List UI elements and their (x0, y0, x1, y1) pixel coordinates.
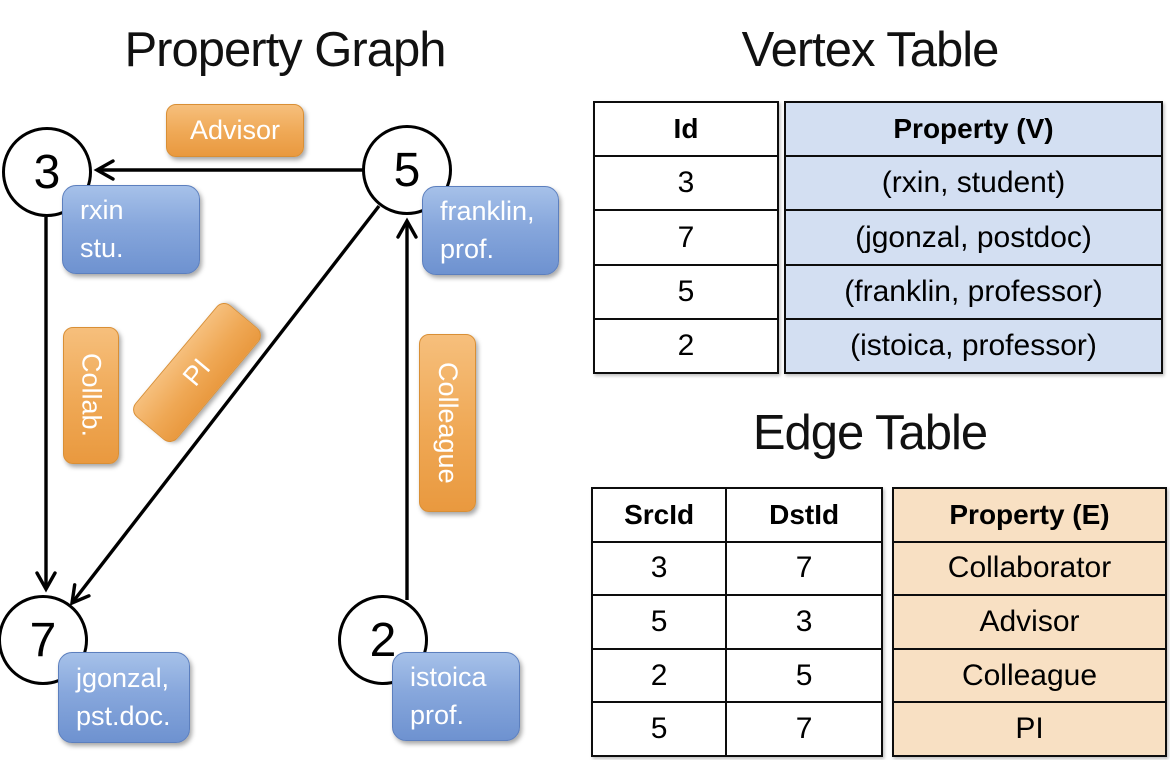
edge-table-property-cell: Collaborator (894, 542, 1165, 595)
vertex-table-id-cell: 3 (677, 166, 695, 200)
vertex-label-line: rxin (80, 195, 124, 226)
vertex-table-property-cell: (istoica, professor) (786, 319, 1161, 373)
node-id: 3 (33, 145, 61, 199)
vertex-label-line: istoica (410, 662, 487, 693)
edge-table-property-cell: Advisor (894, 596, 1165, 648)
edge-table-property-cell: PI (894, 703, 1165, 755)
edge-table-dstid-cell: 5 (725, 649, 881, 702)
node-id: 2 (369, 613, 397, 667)
edge-table-dstid-cell: 3 (725, 596, 881, 648)
edge-label-text: PI (176, 352, 217, 392)
vertex-table-id-column: Id 3 7 5 2 (593, 101, 779, 374)
edge-table-title: Edge Table (752, 406, 988, 460)
edge-label-text: Advisor (189, 115, 281, 145)
edge-table-id-columns: SrcId DstId 3 7 5 3 2 5 5 7 (591, 487, 883, 757)
edge-table-property-cell: Colleague (894, 649, 1165, 702)
edge-table-srcid-cell: 3 (650, 551, 668, 585)
vertex-label-line: stu. (80, 232, 124, 263)
vertex-table-id-cell: 7 (677, 220, 695, 254)
edge-table-dstid-cell: 7 (725, 542, 881, 595)
vertex-table-property-cell: (rxin, student) (786, 157, 1161, 210)
edge-table-srcid-header: SrcId (624, 498, 695, 530)
vertex-property-label-rxin: rxin stu. (62, 185, 200, 274)
vertex-property-label-jgonzal: jgonzal, pst.doc. (58, 652, 190, 743)
edge-property-label-colleague: Colleague (419, 334, 476, 512)
vertex-table-property-cell: (jgonzal, postdoc) (786, 211, 1161, 264)
graph-node-2: 2 (338, 595, 428, 685)
vertex-table-title: Vertex Table (741, 23, 1000, 77)
vertex-property-label-franklin: franklin, prof. (422, 186, 559, 275)
graph-edges-svg (35, 159, 418, 606)
vertex-table-id-header: Id (673, 113, 699, 145)
edge-label-text: Collab. (76, 353, 107, 438)
edge-table-srcid-cell: 5 (650, 712, 668, 746)
edge-table-dstid-header: DstId (725, 489, 881, 541)
vertex-table-property-header: Property (V) (786, 103, 1161, 156)
vertex-label-line: franklin, (440, 196, 535, 227)
vertex-label-line: pst.doc. (76, 700, 171, 731)
vertex-table-id-cell: 2 (677, 328, 695, 362)
edge-table-property-column: Property (E) Collaborator Advisor Collea… (892, 487, 1167, 757)
vertex-table-id-cell: 5 (677, 274, 695, 308)
vertex-table-property-cell: (franklin, professor) (786, 265, 1161, 318)
edge-property-label-collab: Collab. (63, 327, 119, 464)
vertex-property-label-istoica: istoica prof. (392, 652, 520, 741)
vertex-label-line: prof. (410, 699, 465, 730)
edge-table-srcid-cell: 2 (650, 658, 668, 692)
vertex-label-line: jgonzal, (76, 663, 170, 694)
property-graph-title: Property Graph (124, 23, 447, 77)
edge-pi-5-to-7 (69, 204, 381, 606)
edge-table-dstid-cell: 7 (725, 703, 881, 755)
vertex-label-line: prof. (440, 233, 495, 264)
edge-property-label-advisor: Advisor (166, 104, 304, 157)
graph-node-5: 5 (362, 125, 452, 215)
node-id: 7 (29, 613, 57, 667)
edge-label-text: Colleague (433, 362, 463, 484)
edge-table-property-header: Property (E) (894, 489, 1165, 541)
node-id: 5 (393, 143, 421, 197)
vertex-table-property-column: Property (V) (rxin, student) (jgonzal, p… (784, 101, 1163, 374)
edge-table-srcid-cell: 5 (650, 604, 668, 638)
